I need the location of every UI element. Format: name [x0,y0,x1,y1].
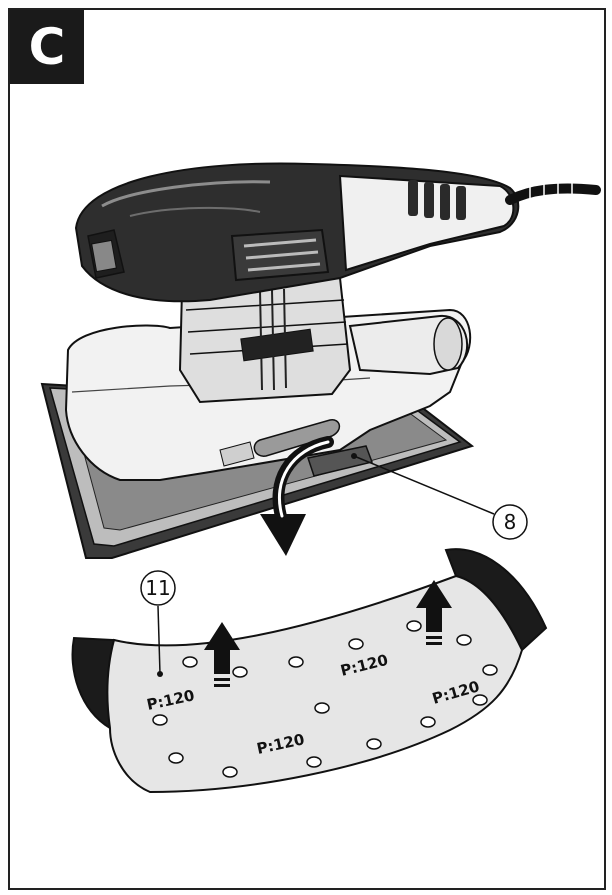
callout-number: 8 [504,510,517,534]
motor-vent-lines [259,288,287,391]
brand-plate [240,328,314,362]
attach-arrowhead [260,514,306,556]
sanding-sheet-group: P:120 P:120 P:120 P:120 [71,548,548,794]
callout-number: 11 [145,576,170,600]
figure-frame: C [8,8,606,890]
lift-arrow-right [416,580,452,645]
housing-vent [219,441,255,467]
sander-illustration: P:120 P:120 P:120 P:120 8 [40,162,601,794]
handle-highlight [101,180,271,208]
paper-clamp [307,445,373,477]
sheet-dust-holes [152,620,498,778]
lift-arrow-left [204,622,240,687]
callout-11: 11 [140,570,176,677]
grip-ridges [408,180,466,220]
figure-letter-label: C [10,10,84,84]
callout-8: 8 [351,453,528,540]
handle-grip [338,174,515,272]
orbital-sander [40,162,601,559]
housing-slot [253,419,341,457]
power-cord [505,183,601,205]
